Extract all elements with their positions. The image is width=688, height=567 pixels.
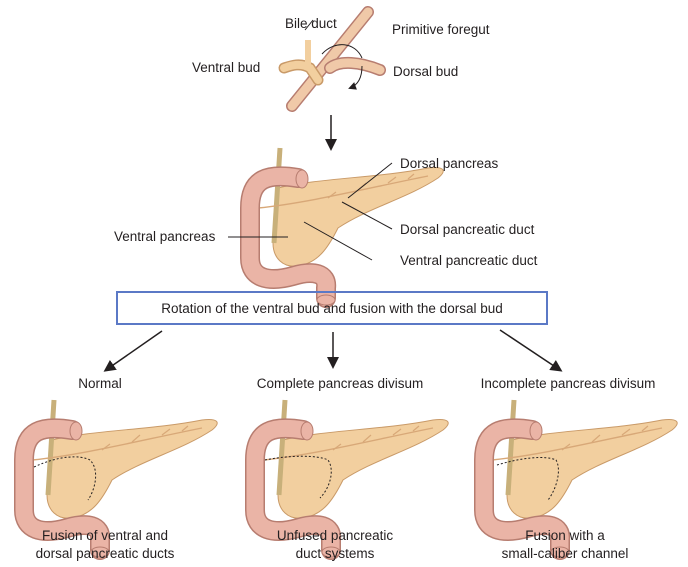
caption-normal-line1: Fusion of ventral and	[41, 528, 169, 543]
process-box-text: Rotation of the ventral bud and fusion w…	[161, 300, 503, 316]
arrow-to-incomplete	[499, 329, 563, 372]
outcome-title-incomplete: Incomplete pancreas divisum	[480, 376, 656, 391]
label-ventral-pancreatic-duct: Ventral pancreatic duct	[400, 253, 538, 268]
caption-normal-line2: dorsal pancreatic ducts	[35, 546, 175, 561]
ventral-outline-complete	[264, 455, 332, 499]
label-dorsal-pancreas: Dorsal pancreas	[400, 156, 499, 171]
arrow-to-normal	[103, 330, 163, 372]
caption-complete-line2: duct systems	[295, 546, 375, 561]
ventral-outline-normal	[33, 456, 97, 501]
leader-dorsal-pancreas	[347, 162, 393, 199]
caption-complete-line1: Unfused pancreatic	[276, 528, 394, 543]
label-bile-duct: Bile duct	[285, 16, 337, 31]
leader-dorsal-duct	[341, 201, 393, 230]
label-ventral-bud: Ventral bud	[192, 60, 261, 75]
label-dorsal-bud: Dorsal bud	[393, 64, 459, 79]
embryonic-buds-illustration	[278, 6, 386, 112]
outcome-title-complete: Complete pancreas divisum	[256, 376, 424, 391]
outcome-title-normal: Normal	[78, 376, 122, 391]
caption-incomplete-line2: small-caliber channel	[501, 546, 629, 561]
label-primitive-foregut: Primitive foregut	[392, 22, 490, 37]
process-box: Rotation of the ventral bud and fusion w…	[116, 291, 548, 325]
ventral-outline-incomplete	[496, 457, 559, 501]
label-dorsal-pancreatic-duct: Dorsal pancreatic duct	[400, 222, 535, 237]
label-ventral-pancreas: Ventral pancreas	[114, 229, 216, 244]
caption-incomplete-line1: Fusion with a	[525, 528, 605, 543]
leader-ventral-duct	[303, 221, 373, 261]
